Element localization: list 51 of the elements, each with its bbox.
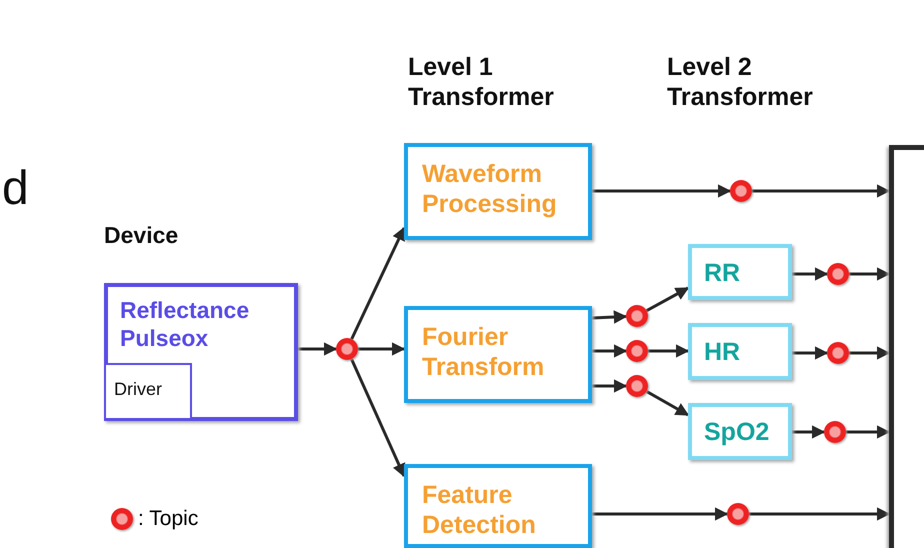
process-box xyxy=(688,323,792,380)
device-box xyxy=(104,283,298,421)
arrow xyxy=(592,344,628,358)
legend-text: : Topic xyxy=(138,507,198,531)
arrow xyxy=(298,342,338,356)
arrow xyxy=(592,507,728,521)
node-text: Waveform Processing xyxy=(422,159,558,219)
process-box xyxy=(404,464,592,548)
process-box xyxy=(688,403,792,460)
arrow xyxy=(592,379,628,393)
arrow xyxy=(648,344,690,358)
topic-dot xyxy=(730,180,752,202)
topic-dot xyxy=(336,338,358,360)
arrow xyxy=(849,346,890,360)
output-box xyxy=(889,145,924,548)
node-text: Fourier Transform xyxy=(422,322,546,382)
topic-dot xyxy=(824,421,846,443)
topic-dot xyxy=(626,340,648,362)
node-text: Driver xyxy=(114,379,163,401)
column-heading: Level 1 Transformer xyxy=(408,52,555,112)
topic-dot xyxy=(827,263,849,285)
arrow xyxy=(592,184,732,198)
node-text: HR xyxy=(704,337,742,367)
arrow xyxy=(358,342,406,356)
topic-dot xyxy=(626,375,648,397)
arrow xyxy=(592,310,628,324)
arrow xyxy=(849,267,890,281)
process-box xyxy=(688,244,792,300)
arrow xyxy=(646,390,690,416)
arrow xyxy=(792,267,828,281)
driver-box xyxy=(104,363,192,420)
node-text: SpO2 xyxy=(704,417,770,447)
column-heading: Device xyxy=(104,222,178,250)
topic-dot xyxy=(626,305,648,327)
arrow xyxy=(749,507,890,521)
node-text: RR xyxy=(704,258,742,288)
topic-dot xyxy=(827,342,849,364)
topic-dot xyxy=(727,503,749,525)
arrow xyxy=(752,184,890,198)
arrow xyxy=(792,425,826,439)
arrow xyxy=(350,358,406,478)
cut-off-text: d xyxy=(2,161,29,217)
arrow xyxy=(846,425,890,439)
arrow xyxy=(646,286,690,312)
process-box xyxy=(404,143,592,240)
column-heading: Level 2 Transformer xyxy=(667,52,814,112)
arrow xyxy=(792,346,828,360)
process-box xyxy=(404,306,592,403)
arrow xyxy=(350,226,406,340)
node-text: Feature Detection xyxy=(422,480,537,540)
node-text: Reflectance Pulseox xyxy=(120,297,250,352)
